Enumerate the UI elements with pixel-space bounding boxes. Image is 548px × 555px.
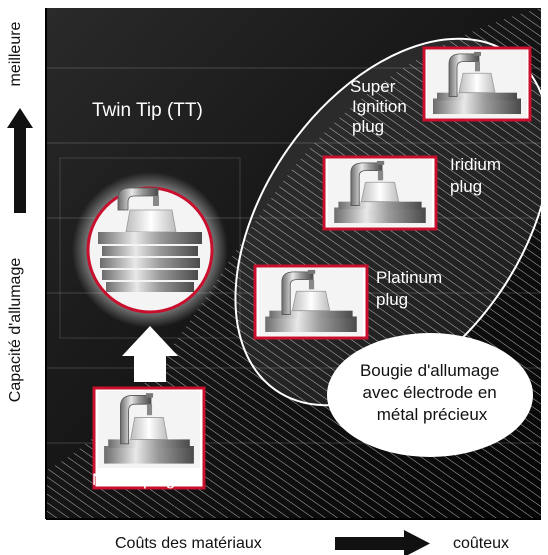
precious-metal-text: Bougie d'allumage avec électrode en méta… [360, 361, 504, 424]
y-axis-top-label: meilleure [7, 21, 24, 86]
nickel-label: Nickel plug [92, 470, 175, 489]
x-axis-label: Coûts des matériaux [115, 535, 262, 552]
y-axis-label: Capacité d'allumage [7, 258, 24, 403]
precious-metal-callout [327, 333, 533, 457]
x-axis-right-arrow [335, 530, 430, 555]
upgrade-arrow [122, 326, 178, 382]
twin-tip-plug-image [98, 187, 202, 292]
x-axis-right-label: coûteux [453, 535, 509, 552]
iridium-label: Iridium plug [450, 155, 506, 196]
twin-tip-label: Twin Tip (TT) [92, 100, 203, 121]
platinum-label: Platinum plug [376, 268, 447, 309]
super-ignition-label: Super Ignition plug [350, 77, 412, 136]
y-axis-up-arrow [7, 108, 33, 213]
